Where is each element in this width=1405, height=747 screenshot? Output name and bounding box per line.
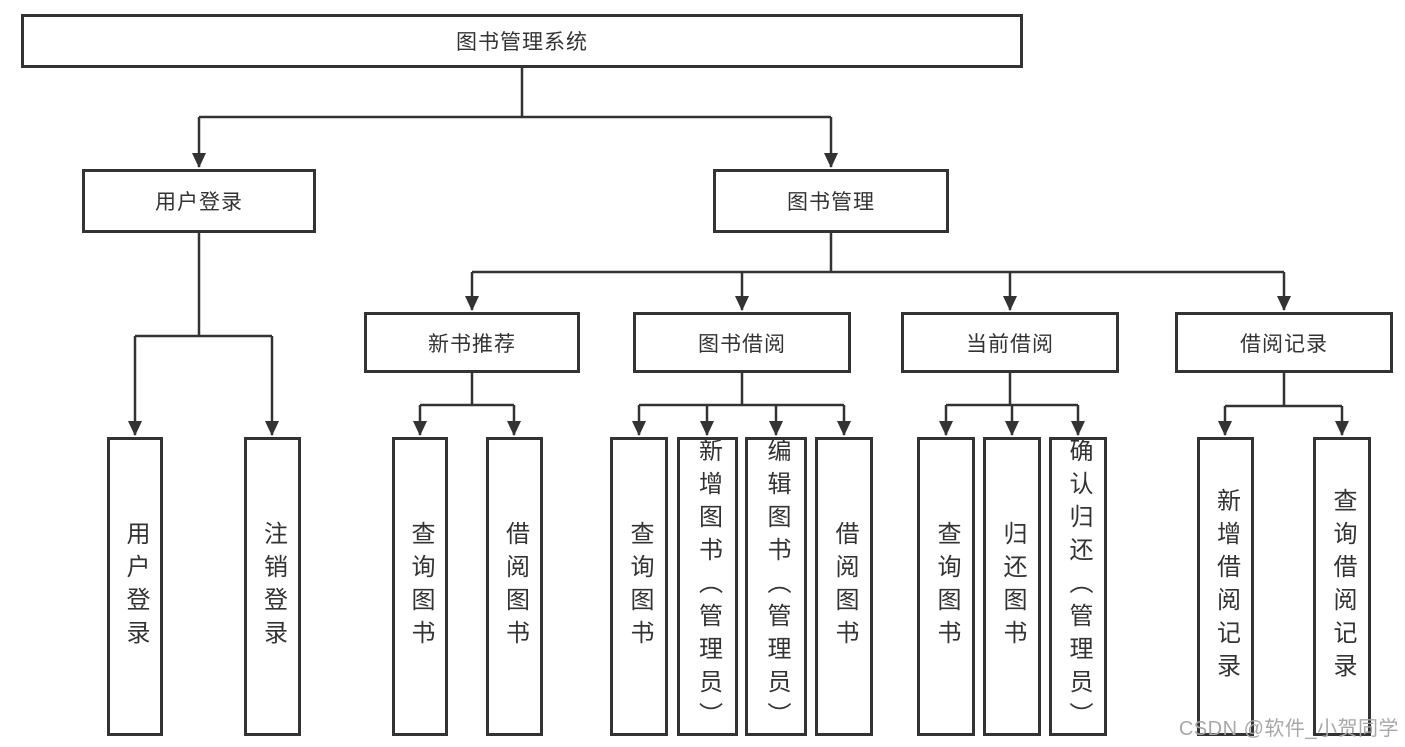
node-label: 当前借阅: [966, 332, 1054, 356]
leaf-return-books: 归还图书: [983, 437, 1041, 736]
connector-current-split: [946, 373, 1078, 407]
connector-root-split: [199, 68, 831, 119]
node-label: 图书管理系统: [456, 31, 588, 54]
leaf-logout: 注销登录: [244, 437, 301, 736]
node-label: 确认归还（管理员）: [1065, 438, 1092, 735]
leaf-borrow-books-1: 借阅图书: [486, 437, 543, 736]
node-label: 查询借阅记录: [1329, 487, 1356, 686]
leaf-borrow-books-2: 借阅图书: [815, 437, 873, 736]
node-user-login: 用户登录: [82, 169, 316, 233]
node-current-borrow: 当前借阅: [901, 312, 1119, 373]
leaf-query-borrow-record: 查询借阅记录: [1313, 437, 1371, 736]
node-book-borrow: 图书借阅: [633, 312, 851, 373]
leaf-add-borrow-record: 新增借阅记录: [1197, 437, 1254, 736]
node-label: 新增借阅记录: [1212, 487, 1240, 686]
node-new-book-recommend: 新书推荐: [364, 312, 580, 373]
node-label: 查询图书: [933, 520, 960, 653]
leaf-confirm-return-admin: 确认归还（管理员）: [1049, 437, 1107, 736]
connector-borrow-split: [639, 373, 844, 407]
node-label: 新增图书（管理员）: [694, 438, 722, 735]
leaf-query-books-2: 查询图书: [610, 437, 668, 736]
leaf-add-books-admin: 新增图书（管理员）: [677, 437, 738, 736]
node-label: 注销登录: [259, 520, 287, 653]
node-label: 图书管理: [787, 191, 875, 214]
node-label: 用户登录: [122, 520, 149, 653]
node-label: 借阅记录: [1240, 332, 1328, 356]
node-book-management: 图书管理: [713, 169, 949, 233]
connector-userlogin-split: [135, 233, 272, 338]
csdn-watermark: CSDN @软件_小贺同学: [1178, 718, 1399, 740]
leaf-query-books-1: 查询图书: [392, 437, 448, 736]
node-label: 归还图书: [999, 520, 1026, 653]
leaf-query-books-3: 查询图书: [917, 437, 975, 736]
node-label: 新书推荐: [428, 332, 516, 356]
node-label: 用户登录: [155, 191, 243, 214]
leaf-edit-books-admin: 编辑图书（管理员）: [745, 437, 807, 736]
node-label: 图书借阅: [698, 332, 786, 356]
node-label: 借阅图书: [831, 520, 858, 653]
connector-records-split: [1225, 373, 1342, 408]
node-label: 查询图书: [626, 520, 653, 653]
node-label: 编辑图书（管理员）: [763, 438, 790, 735]
node-root: 图书管理系统: [21, 14, 1023, 68]
node-label: 借阅图书: [501, 520, 529, 653]
leaf-user-login: 用户登录: [107, 437, 163, 736]
connector-newbook-split: [420, 373, 514, 407]
connector-bookmgmt-split: [472, 233, 1284, 274]
node-borrow-records: 借阅记录: [1175, 312, 1393, 373]
node-label: 查询图书: [407, 520, 434, 653]
